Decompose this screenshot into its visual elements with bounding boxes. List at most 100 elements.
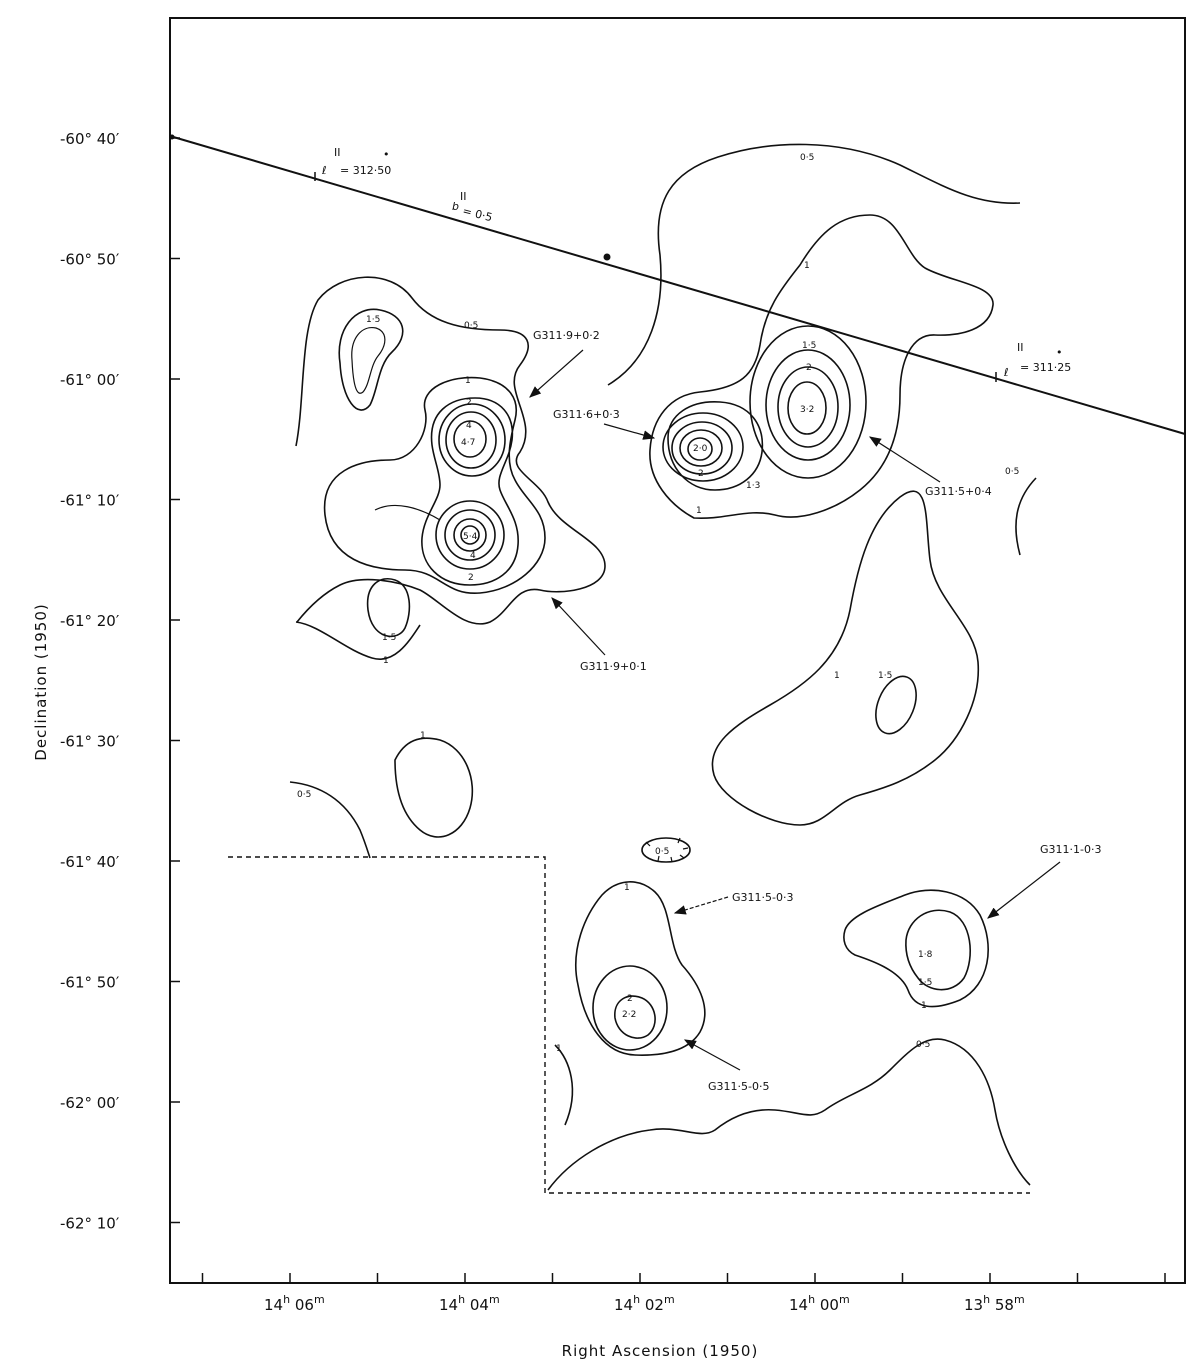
svg-text:0·5: 0·5 (916, 1040, 930, 1050)
contour-1-left-cloud (323, 376, 546, 594)
contour-1-mid-blob (394, 737, 474, 838)
contour-1.5-g3115-south (592, 965, 668, 1051)
contour-1.5-right-mid (875, 675, 917, 735)
contour-1.5-g3111 (905, 909, 971, 991)
y-axis-title: Declination (1950) (32, 603, 50, 760)
svg-text:1: 1 (696, 506, 702, 516)
svg-text:ℓ: ℓ (1003, 366, 1009, 379)
dec-tick-label: -61° 20′ (60, 612, 120, 630)
dec-tick-label: -60° 50′ (60, 251, 120, 269)
contour-3.5-g3116 (687, 437, 713, 461)
contour-3-g3119-south (435, 500, 505, 570)
galactic-start-dot (169, 134, 175, 140)
contour-4-g3119-south (453, 518, 487, 552)
contour-0.5-left-cloud (295, 276, 606, 625)
contour-1.3-g3116 (667, 401, 764, 491)
svg-text:G311·5-0·5: G311·5-0·5 (708, 1080, 769, 1093)
ra-tick-label: 14h 00m (789, 1293, 850, 1314)
contour-level-labels: 0·5 1·5 0·5 1 2 4 4·7 5·4 4 2 1·5 1 0·5 … (297, 153, 1019, 1054)
x-axis-title: Right Ascension (1950) (562, 1342, 759, 1360)
svg-text:G311·5-0·3: G311·5-0·3 (732, 891, 793, 904)
svg-text:0·5: 0·5 (800, 153, 814, 163)
contour-1.5-left-loop (338, 308, 404, 411)
svg-text:1: 1 (834, 671, 840, 681)
contour-2.5-g3116 (671, 421, 733, 475)
dec-tick-label: -61° 30′ (60, 733, 120, 751)
svg-text:1·5: 1·5 (802, 341, 816, 351)
contour-2-g3119 (421, 397, 519, 586)
svg-text:2·0: 2·0 (693, 444, 708, 454)
svg-text:1: 1 (624, 883, 630, 893)
contour-1.5-small-oval (366, 578, 411, 638)
svg-text:2: 2 (627, 994, 633, 1004)
svg-text:3·2: 3·2 (800, 405, 814, 415)
svg-text:G311·6+0·3: G311·6+0·3 (553, 408, 620, 421)
contour-4-g3119-north (453, 420, 487, 458)
svg-text:4: 4 (466, 421, 472, 431)
galactic-latitude-label: b II = 0·5 (452, 190, 494, 224)
svg-text:5·4: 5·4 (463, 532, 478, 542)
contour-3.5-g3119-south (444, 509, 496, 561)
svg-text:= 312·50: = 312·50 (340, 164, 391, 177)
svg-text:•: • (383, 148, 390, 161)
contour-1-right-cloud (649, 214, 994, 520)
svg-text:0·5: 0·5 (1005, 467, 1019, 477)
svg-text:II: II (334, 146, 341, 159)
contour-0.5-right-edge (1015, 477, 1037, 556)
svg-text:2: 2 (806, 363, 812, 373)
svg-text:2: 2 (466, 398, 472, 408)
svg-text:1·8: 1·8 (918, 950, 933, 960)
svg-text:= 311·25: = 311·25 (1020, 361, 1071, 374)
svg-text:1: 1 (556, 1044, 562, 1054)
svg-text:1·5: 1·5 (366, 315, 380, 325)
dec-tick-label: -61° 00′ (60, 371, 120, 389)
contour-3-g3115 (787, 381, 827, 435)
svg-text:2: 2 (468, 573, 474, 583)
svg-text:1·3: 1·3 (746, 481, 760, 491)
svg-text:1·5: 1·5 (382, 633, 396, 643)
contour-2-g3115 (765, 349, 851, 461)
contour-2-g3116 (662, 412, 744, 482)
ra-tick-label: 13h 58m (964, 1293, 1025, 1314)
svg-text:2: 2 (698, 469, 704, 479)
svg-text:2·2: 2·2 (622, 1010, 636, 1020)
svg-text:= 0·5: = 0·5 (461, 204, 493, 224)
ra-tick-label: 14h 06m (264, 1293, 325, 1314)
contour-2.5-g3115 (777, 366, 839, 448)
svg-text:G311·9+0·2: G311·9+0·2 (533, 329, 600, 342)
contour-1-g3115-south (574, 881, 706, 1056)
contour-negative-oval (641, 837, 691, 863)
svg-text:1: 1 (465, 376, 471, 386)
svg-text:1·5: 1·5 (918, 978, 932, 988)
svg-text:1·5: 1·5 (878, 671, 892, 681)
svg-text:ℓ: ℓ (321, 164, 327, 177)
declination-ticks: -60° 40′-60° 50′-61° 00′-61° 10′-61° 20′… (60, 130, 180, 1233)
contour-inner-notch (374, 504, 441, 521)
contour-1.5-left-loop-inner (351, 327, 386, 394)
contour-5-g3119-south (460, 525, 480, 545)
ra-tick-label: 14h 04m (439, 1293, 500, 1314)
dec-tick-label: -61° 50′ (60, 974, 120, 992)
contour-1.5-g3115 (749, 325, 867, 479)
contour-1-right-mid (711, 490, 980, 826)
dec-tick-label: -62° 00′ (60, 1094, 120, 1112)
galactic-longitude-label-right: ℓ II = 311·25 • (1003, 341, 1071, 379)
contour-0.5-lower-left (289, 781, 371, 859)
svg-text:b: b (452, 200, 459, 213)
contour-3.5-g3119-north (445, 411, 497, 469)
ra-tick-label: 14h 02m (614, 1293, 675, 1314)
svg-text:1: 1 (420, 731, 426, 741)
svg-text:II: II (460, 190, 467, 203)
svg-text:G311·5+0·4: G311·5+0·4 (925, 485, 992, 498)
dec-tick-label: -61° 40′ (60, 853, 120, 871)
svg-text:0·5: 0·5 (655, 847, 669, 857)
svg-text:1: 1 (921, 1001, 927, 1011)
svg-text:0·5: 0·5 (464, 321, 478, 331)
dec-tick-label: -62° 10′ (60, 1215, 120, 1233)
negative-hatch (645, 837, 689, 863)
svg-text:4·7: 4·7 (461, 438, 475, 448)
dec-tick-label: -61° 10′ (60, 492, 120, 510)
svg-text:G311·1-0·3: G311·1-0·3 (1040, 843, 1101, 856)
svg-text:•: • (1056, 346, 1063, 359)
